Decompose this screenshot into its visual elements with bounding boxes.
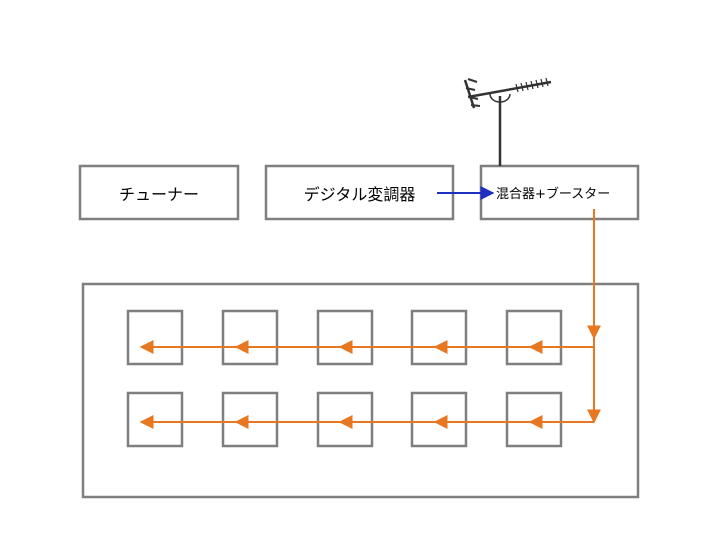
mixer-booster-box [479,164,640,221]
modulator-label: デジタル変調器 [303,184,416,204]
outlet-1-1 [126,309,184,366]
outlet-2-1 [126,391,184,448]
coax-lines [139,209,601,429]
outlet-2-4 [410,391,468,448]
antenna-icon [463,77,552,166]
outlet-grid [126,309,563,448]
outlet-2-2 [221,391,279,448]
outlet-2-5 [505,391,563,448]
mixer-booster-label: 混合器+ブースター [496,187,611,202]
outlet-1-4 [410,309,468,366]
tuner-label: チューナー [118,184,199,204]
tuner-box [78,164,240,221]
outlet-1-2 [221,309,279,366]
outlet-2-3 [316,391,374,448]
outlet-1-3 [316,309,374,366]
modulator-box [264,164,455,221]
outlet-1-5 [505,309,563,366]
